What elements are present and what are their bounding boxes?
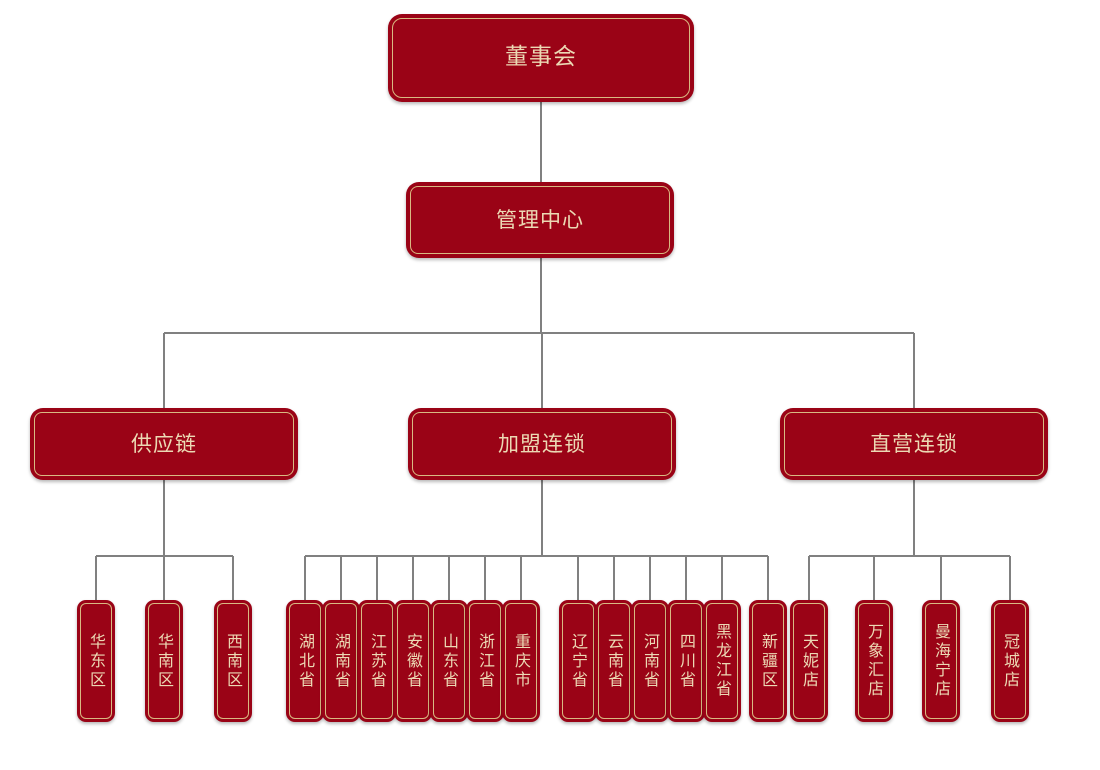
node-label: 山东省 <box>440 632 459 690</box>
node-leaf[interactable]: 山东省 <box>430 600 468 722</box>
node-label: 新疆区 <box>759 632 778 690</box>
node-label: 江苏省 <box>368 632 387 690</box>
node-label: 管理中心 <box>496 207 584 232</box>
node-label: 冠城店 <box>1001 632 1020 690</box>
node-label: 直营连锁 <box>870 431 958 456</box>
node-label: 四川省 <box>677 632 696 690</box>
node-label: 天妮店 <box>800 632 819 690</box>
node-leaf[interactable]: 重庆市 <box>502 600 540 722</box>
node-leaf[interactable]: 西南区 <box>214 600 252 722</box>
node-leaf[interactable]: 冠城店 <box>991 600 1029 722</box>
node-label: 华东区 <box>87 632 106 690</box>
node-label: 河南省 <box>641 632 660 690</box>
node-label: 安徽省 <box>404 632 423 690</box>
node-board-of-directors[interactable]: 董事会 <box>388 14 694 102</box>
node-leaf[interactable]: 云南省 <box>595 600 633 722</box>
node-label: 曼海宁店 <box>932 623 951 699</box>
node-leaf[interactable]: 河南省 <box>631 600 669 722</box>
node-label: 湖北省 <box>296 632 315 690</box>
node-leaf[interactable]: 华东区 <box>77 600 115 722</box>
node-division-direct-chain[interactable]: 直营连锁 <box>780 408 1048 480</box>
node-label: 加盟连锁 <box>498 431 586 456</box>
node-label: 华南区 <box>155 632 174 690</box>
node-leaf[interactable]: 辽宁省 <box>559 600 597 722</box>
node-division-supply-chain[interactable]: 供应链 <box>30 408 298 480</box>
node-leaf[interactable]: 安徽省 <box>394 600 432 722</box>
node-leaf[interactable]: 湖南省 <box>322 600 360 722</box>
node-label: 重庆市 <box>512 632 531 690</box>
node-leaf[interactable]: 湖北省 <box>286 600 324 722</box>
node-leaf[interactable]: 新疆区 <box>749 600 787 722</box>
node-leaf[interactable]: 四川省 <box>667 600 705 722</box>
node-leaf[interactable]: 华南区 <box>145 600 183 722</box>
node-label: 西南区 <box>224 632 243 690</box>
node-leaf[interactable]: 江苏省 <box>358 600 396 722</box>
node-label: 供应链 <box>131 431 197 456</box>
node-label: 万象汇店 <box>865 623 884 699</box>
node-label: 湖南省 <box>332 632 351 690</box>
node-label: 董事会 <box>505 44 577 71</box>
node-label: 黑龙江省 <box>713 623 732 699</box>
node-leaf[interactable]: 黑龙江省 <box>703 600 741 722</box>
node-division-franchise-chain[interactable]: 加盟连锁 <box>408 408 676 480</box>
node-label: 云南省 <box>605 632 624 690</box>
node-leaf[interactable]: 曼海宁店 <box>922 600 960 722</box>
node-label: 浙江省 <box>476 632 495 690</box>
node-leaf[interactable]: 万象汇店 <box>855 600 893 722</box>
node-leaf[interactable]: 天妮店 <box>790 600 828 722</box>
node-leaf[interactable]: 浙江省 <box>466 600 504 722</box>
node-label: 辽宁省 <box>569 632 588 690</box>
node-management-center[interactable]: 管理中心 <box>406 182 674 258</box>
